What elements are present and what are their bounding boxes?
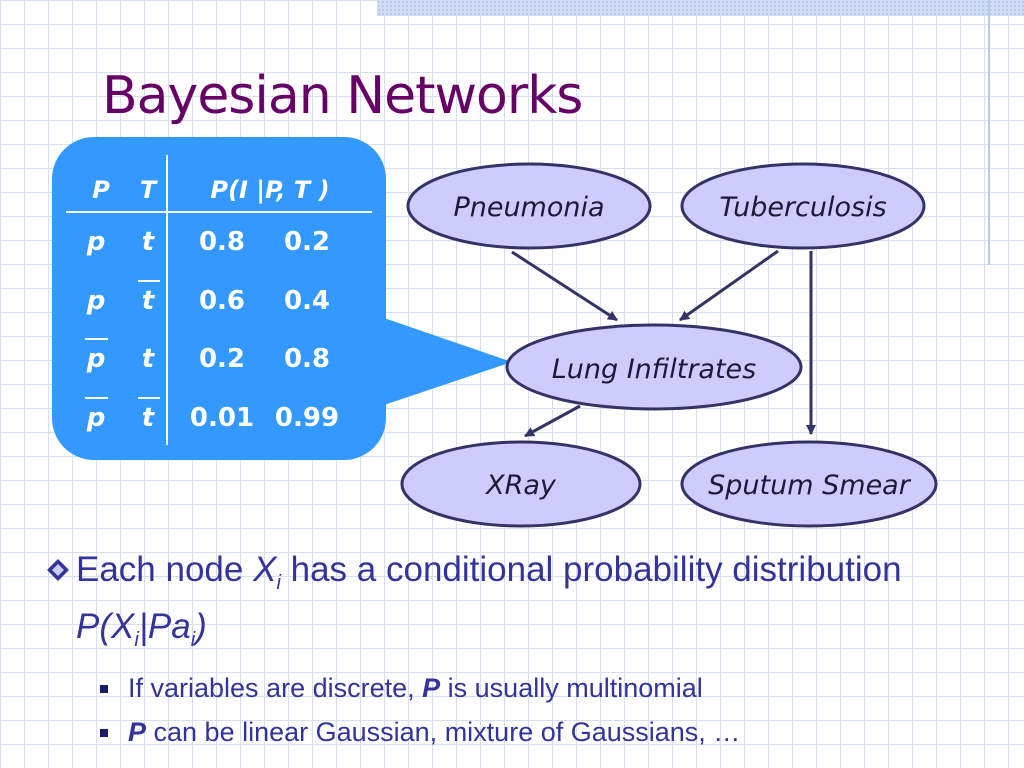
slide-title: Bayesian Networks — [102, 66, 583, 126]
cpt-row3-p: p — [86, 344, 106, 374]
edge-tuberculosis-to-lung-infiltrates — [679, 249, 779, 322]
node-pneumonia-ellipse — [406, 162, 652, 250]
node-pneumonia: Pneumonia — [406, 162, 652, 250]
cpt-row4-t: t — [142, 403, 156, 433]
cpt-callout-pointer — [384, 318, 512, 405]
node-sputum-smear-ellipse — [680, 440, 938, 528]
square-bullet-icon — [100, 729, 108, 737]
node-sputum-smear-label: Sputum Smear — [708, 470, 912, 501]
bullet-list: Each node Xi has a conditional probabili… — [46, 548, 1006, 750]
top-decorative-band — [377, 0, 1024, 16]
bullet-main: Each node Xi has a conditional probabili… — [46, 548, 1006, 662]
cpt-row1-value2: 0.2 — [284, 227, 330, 257]
cpt-header-distribution: P(I |P, T ) — [210, 176, 329, 204]
bullet-sub-1-var-p: P — [422, 673, 441, 703]
bullet-main-text-1: Each node — [76, 550, 254, 589]
cpt-row1-p: p — [86, 227, 106, 257]
bullet-sub-2-text: can be linear Gaussian, mixture of Gauss… — [146, 717, 741, 747]
cpt-callout-box — [52, 137, 386, 460]
bullet-sub-1-text-1: If variables are discrete, — [128, 673, 423, 703]
bullet-main-var-x: X — [253, 550, 277, 589]
edge-pneumonia-to-lung-infiltrates — [511, 250, 618, 322]
cpt-row1-value1: 0.8 — [199, 227, 245, 257]
node-lung-infiltrates-label: Lung Infiltrates — [552, 354, 757, 385]
cpt-header-t: T — [140, 176, 158, 204]
cpt-row2-value2: 0.4 — [284, 286, 330, 316]
bullet-sub-2-var-p: P — [128, 717, 147, 747]
cpt-row3-value2: 0.8 — [284, 344, 330, 374]
cpt-row2-value1: 0.6 — [199, 286, 245, 316]
node-xray-label: XRay — [484, 470, 557, 501]
bullet-sub-1-text-2: is usually multinomial — [440, 673, 703, 703]
bullet-main-formula-sub-i: i — [134, 629, 139, 651]
cpt-row2-p: p — [86, 286, 106, 316]
cpt-row4-value2: 0.99 — [275, 403, 339, 433]
cpt-row4-value1: 0.01 — [190, 403, 254, 433]
bullet-sub-1: If variables are discrete, P is usually … — [46, 670, 1006, 706]
bullet-main-formula-close: ) — [195, 607, 207, 646]
node-pneumonia-label: Pneumonia — [453, 192, 604, 223]
node-tuberculosis: Tuberculosis — [680, 162, 926, 250]
bullet-main-formula-p: P(X — [76, 607, 135, 646]
cpt-row3-value1: 0.2 — [199, 344, 245, 374]
cpt-callout — [52, 137, 512, 460]
square-bullet-icon — [100, 685, 108, 693]
cpt-row4-p: p — [86, 403, 106, 433]
cpt-row1-t: t — [142, 227, 156, 257]
node-sputum-smear: Sputum Smear — [680, 440, 938, 528]
node-xray: XRay — [400, 440, 642, 528]
node-xray-ellipse — [400, 440, 642, 528]
bullet-main-text-2: has a conditional probability distributi… — [280, 550, 902, 589]
bullet-main-formula-sub-i-2: i — [190, 629, 196, 651]
node-lung-infiltrates-ellipse — [505, 323, 803, 411]
right-decorative-rule — [988, 0, 990, 265]
bullet-main-formula-pa: |Pa — [138, 607, 191, 646]
edge-lung-infiltrates-to-xray — [524, 404, 581, 438]
bullet-sub-2: P can be linear Gaussian, mixture of Gau… — [46, 714, 1006, 750]
bullet-main-sub-i: i — [276, 572, 281, 594]
node-lung-infiltrates: Lung Infiltrates — [505, 323, 803, 411]
cpt-row3-t: t — [142, 344, 156, 374]
node-tuberculosis-ellipse — [680, 162, 926, 250]
node-tuberculosis-label: Tuberculosis — [719, 192, 886, 223]
bayesian-network-diagram: P T P(I |P, T ) p t 0.8 0.2 p t 0.6 0.4 … — [52, 137, 938, 528]
diamond-bullet-icon — [47, 559, 69, 581]
cpt-row2-t: t — [142, 286, 156, 316]
cpt-header-p: P — [92, 176, 110, 204]
